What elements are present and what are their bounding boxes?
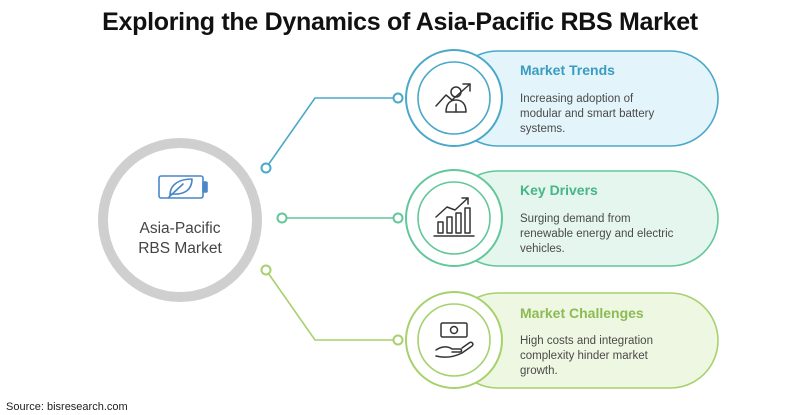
connector-dots xyxy=(260,92,404,346)
card-market-challenges: Market Challenges High costs and integra… xyxy=(405,291,719,389)
card-text-line2: modular and smart battery xyxy=(520,108,654,120)
card-text-line2: complexity hinder market xyxy=(520,350,649,362)
dot-trends-end xyxy=(392,92,404,104)
bar-chart-up-icon xyxy=(433,197,475,237)
card-key-drivers: Key Drivers Surging demand from renewabl… xyxy=(405,169,719,267)
money-hand-icon xyxy=(435,322,474,358)
card-text-line1: High costs and integration xyxy=(520,335,653,347)
card-title: Market Challenges xyxy=(520,305,644,321)
card-text-line3: systems. xyxy=(520,123,565,135)
card-title: Key Drivers xyxy=(520,182,598,198)
dot-drivers-end xyxy=(392,212,404,224)
source-credit: Source: bisresearch.com xyxy=(6,401,128,413)
card-text-line3: vehicles. xyxy=(520,243,565,255)
dot-challenges-end xyxy=(392,334,404,346)
card-text-line1: Surging demand from xyxy=(520,213,631,225)
dot-drivers-start xyxy=(276,212,288,224)
card-text-line3: growth. xyxy=(520,365,558,377)
connectors xyxy=(265,97,398,341)
card-market-trends: Market Trends Increasing adoption of mod… xyxy=(405,49,719,147)
person-growth-arrow-icon xyxy=(435,83,471,113)
dot-challenges-start xyxy=(260,264,272,276)
center-label-line2: RBS Market xyxy=(138,240,222,257)
center-node: Asia-Pacific RBS Market xyxy=(98,138,262,302)
card-text-line1: Increasing adoption of xyxy=(520,93,634,105)
page-title: Exploring the Dynamics of Asia-Pacific R… xyxy=(102,8,698,36)
battery-leaf-icon xyxy=(158,175,208,199)
center-label-line1: Asia-Pacific xyxy=(140,220,221,237)
connector-market-trends xyxy=(265,97,398,169)
card-title: Market Trends xyxy=(520,62,615,78)
card-text-line2: renewable energy and electric xyxy=(520,228,674,240)
connector-market-challenges xyxy=(265,269,398,341)
dot-trends-start xyxy=(260,162,272,174)
